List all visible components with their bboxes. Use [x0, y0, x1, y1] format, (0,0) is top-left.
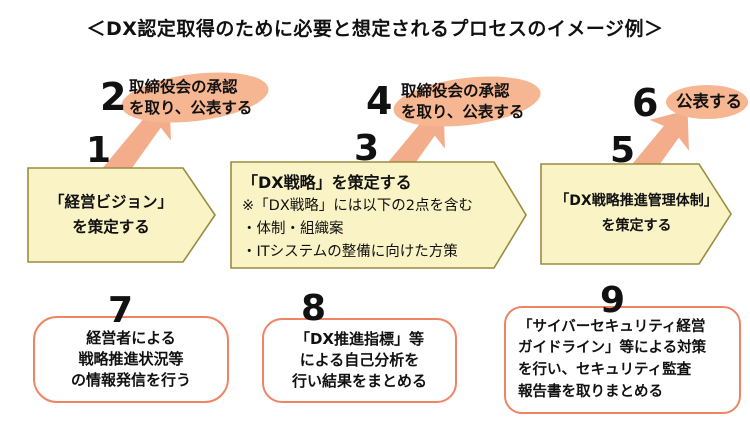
step4-line: を取り、公表する	[401, 103, 525, 121]
step5-text: 「DX戦略推進管理体制」 を策定する	[540, 163, 733, 265]
step9-line: 「サイバーセキュリティ経営	[518, 318, 706, 335]
step6-callout-text: 公表する	[676, 91, 742, 112]
step2-number: 2	[100, 75, 127, 119]
step7-line: の情報発信を行う	[70, 370, 191, 389]
step8-line: による自己分析を	[299, 351, 420, 370]
step9-number: 9	[600, 280, 626, 321]
step7-number: 7	[108, 290, 134, 331]
step1-line: 「経営ビジョン」	[48, 193, 173, 212]
step1-number: 1	[86, 130, 112, 171]
step6-line: 公表する	[676, 92, 742, 111]
step3-line: ※「DX戦略」には以下の2点を含む	[242, 198, 473, 215]
step1-text: 「経営ビジョン」 を策定する	[27, 167, 195, 263]
step9-line: ガイドライン」等による対策	[518, 340, 707, 357]
step9-line: 報告書を取りまとめる	[518, 383, 663, 400]
chevron-shape-icon	[540, 163, 732, 265]
step5-chevron: 「DX戦略推進管理体制」 を策定する	[540, 163, 733, 265]
step7-line: 経営者による	[86, 329, 176, 348]
step2-callout-text: 取締役会の承認 を取り、公表する	[129, 77, 252, 119]
step9-box: 「サイバーセキュリティ経営 ガイドライン」等による対策 を行い、セキュリティ監査…	[504, 306, 741, 414]
step9-line: を行い、セキュリティ監査	[518, 362, 692, 378]
step8-number: 8	[301, 288, 327, 329]
step3-number: 3	[354, 128, 380, 169]
step1-line: を策定する	[72, 218, 150, 236]
step3-line: ・ITシステムの整備に向けた方策	[242, 244, 458, 261]
step8-box: 「DX推進指標」等 による自己分析を 行い結果をまとめる	[262, 318, 457, 403]
step8-line: 「DX推進指標」等	[294, 330, 425, 349]
step7-line: 戦略推進状況等	[78, 350, 184, 369]
step2-line: を取り、公表する	[129, 99, 253, 117]
step2-line: 取締役会の承認	[129, 78, 238, 96]
step4-number: 4	[366, 79, 393, 123]
step8-line: 行い結果をまとめる	[291, 371, 427, 390]
step4-callout-text: 取締役会の承認 を取り、公表する	[401, 81, 524, 123]
highlight-ellipse	[666, 85, 748, 119]
step3-line: ・体制・組織案	[242, 221, 344, 238]
step5-number: 5	[610, 130, 636, 171]
step3-heading: 「DX戦略」を策定する	[242, 173, 412, 192]
step3-chevron: 「DX戦略」を策定する ※「DX戦略」には以下の2点を含む ・体制・組織案 ・I…	[230, 161, 528, 269]
step5-line: を策定する	[601, 218, 672, 234]
diagram-title: ＜DX認定取得のために必要と想定されるプロセスのイメージ例＞	[86, 18, 664, 40]
step1-chevron: 「経営ビジョン」 を策定する	[27, 167, 217, 263]
chevron-shape-icon	[230, 161, 527, 269]
step4-line: 取締役会の承認	[401, 82, 510, 100]
chevron-shape-icon	[27, 167, 216, 263]
step6-number: 6	[632, 81, 659, 125]
step5-line: 「DX戦略推進管理体制」	[555, 192, 718, 209]
step3-text: 「DX戦略」を策定する ※「DX戦略」には以下の2点を含む ・体制・組織案 ・I…	[230, 161, 528, 264]
step7-box: 経営者による 戦略推進状況等 の情報発信を行う	[33, 316, 229, 403]
